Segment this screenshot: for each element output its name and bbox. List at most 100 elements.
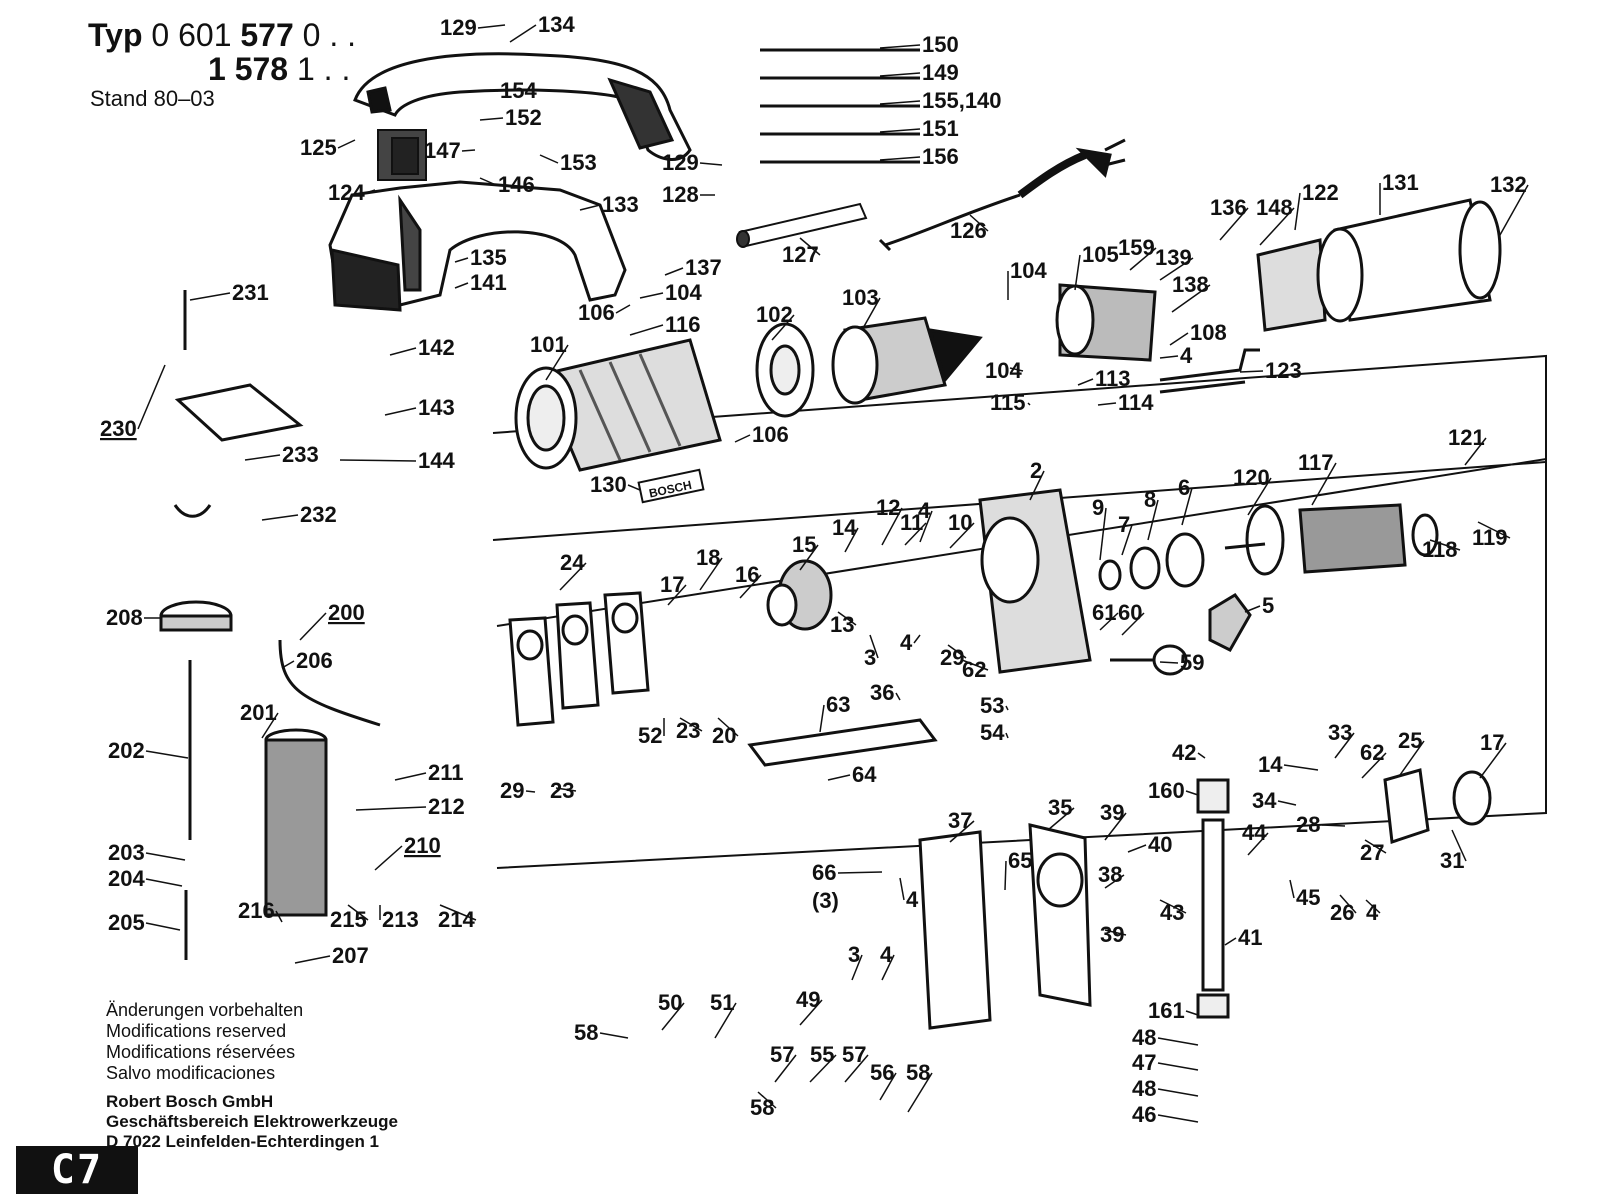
brand-plate-130 — [637, 468, 705, 504]
part-label-123: 123 — [1265, 358, 1302, 383]
part-label-208: 208 — [106, 605, 143, 630]
part-label-8: 8 — [1144, 487, 1156, 512]
part-label-161: 161 — [1148, 998, 1185, 1023]
leader-line-141 — [454, 282, 469, 289]
leader-line-115 — [1027, 402, 1031, 406]
part-label-153: 153 — [560, 150, 597, 175]
leader-line-105 — [1074, 254, 1081, 291]
part-label-114: 114 — [1118, 390, 1154, 415]
leader-line-58 — [757, 1091, 777, 1109]
part-label-41: 41 — [1238, 925, 1262, 950]
leader-line-150 — [879, 44, 921, 49]
part-label-42: 42 — [1172, 740, 1196, 765]
leader-line-39 — [1104, 812, 1127, 841]
part-label-106: 106 — [578, 300, 615, 325]
revision-stand: Stand 80–03 — [90, 86, 215, 111]
part-label-47: 47 — [1132, 1050, 1156, 1075]
part-label-211: 211 — [428, 760, 464, 785]
leader-line-47 — [1157, 1062, 1199, 1071]
part-label-49: 49 — [796, 987, 820, 1012]
leader-line-23 — [679, 717, 703, 732]
leader-line-43 — [1159, 899, 1187, 914]
part-label-130: 130 — [590, 472, 627, 497]
leader-line-54 — [1005, 732, 1009, 739]
leader-line-12 — [881, 507, 903, 546]
leader-line-230 — [137, 364, 166, 430]
part-label-147: 147 — [424, 138, 461, 163]
part-label-11: 11 — [900, 510, 923, 535]
part-label-113: 113 — [1095, 366, 1131, 391]
part-label-60: 60 — [1118, 600, 1142, 625]
part-label-56: 56 — [870, 1060, 894, 1085]
part-label-12: 12 — [876, 495, 900, 520]
part-label-144: 144 — [418, 448, 455, 473]
leader-line-118 — [1429, 539, 1461, 551]
part-label-202: 202 — [108, 738, 145, 763]
company-name: Robert Bosch GmbH — [106, 1092, 274, 1111]
part-label-149: 149 — [922, 60, 959, 85]
leader-line-28 — [1321, 824, 1346, 827]
leader-line-37 — [949, 820, 975, 843]
leader-line-203 — [145, 852, 186, 861]
leader-line-144 — [339, 459, 417, 462]
part-label-117: 117 — [1298, 450, 1334, 475]
part-label-127: 127 — [782, 242, 819, 267]
leader-line-17 — [667, 584, 687, 606]
leader-line-207 — [294, 955, 331, 964]
part-label-33: 33 — [1328, 720, 1352, 745]
leader-line-133 — [579, 204, 601, 211]
plates-24 — [508, 591, 650, 727]
part-label-57: 57 — [770, 1042, 794, 1067]
leader-line-114 — [1097, 402, 1117, 406]
part-label-141: 141 — [470, 270, 507, 295]
leader-line-129 — [699, 162, 723, 166]
part-label-52: 52 — [638, 723, 662, 748]
part-label-31: 31 — [1440, 848, 1464, 873]
leader-line-126 — [969, 214, 989, 232]
leader-line-134 — [509, 24, 537, 43]
leader-line-66 — [837, 871, 883, 874]
leader-line-9 — [1099, 507, 1107, 561]
notice-en: Modifications reserved — [106, 1021, 287, 1041]
part-label-215: 215 — [330, 907, 367, 932]
part-label-4: 4 — [880, 942, 893, 967]
part-label-29: 29 — [940, 645, 964, 670]
leader-line-33 — [1334, 732, 1355, 759]
part-label-131: 131 — [1382, 170, 1419, 195]
part-label-104: 104 — [1010, 258, 1047, 283]
part-label-155_140: 155,140 — [922, 88, 1002, 113]
leader-line-216 — [275, 910, 283, 923]
part-label-104: 104 — [985, 358, 1022, 383]
leader-line-17 — [1479, 742, 1507, 779]
leader-line-34 — [1277, 800, 1297, 806]
part-label-29: 29 — [500, 778, 524, 803]
upper-housing-133 — [328, 180, 627, 312]
part-label-62: 62 — [1360, 740, 1384, 765]
threaded-rod-202 — [184, 660, 192, 960]
leader-line-2 — [1029, 470, 1045, 501]
leader-line-154 — [489, 89, 499, 92]
part-label-121: 121 — [1448, 425, 1485, 450]
base-plate-230 — [173, 290, 304, 518]
part-label-35: 35 — [1048, 795, 1072, 820]
leader-line-56 — [879, 1072, 897, 1101]
leader-line-106 — [734, 434, 751, 443]
part-label-6: 6 — [1178, 475, 1190, 500]
part-label-129: 129 — [440, 15, 477, 40]
leader-line-50 — [661, 1002, 685, 1031]
part-label-13: 13 — [830, 612, 854, 637]
leader-line-116 — [629, 324, 664, 336]
leader-line-62 — [1361, 752, 1387, 779]
leader-line-130 — [627, 484, 641, 491]
leader-line-214 — [439, 904, 477, 921]
part-label-45: 45 — [1296, 885, 1320, 910]
part-label-3: 3 — [848, 942, 860, 967]
leader-line-137 — [664, 267, 684, 276]
part-label-214: 214 — [438, 907, 475, 932]
knob-59 — [1110, 644, 1188, 676]
leader-line-147 — [461, 149, 476, 152]
part-label-64: 64 — [852, 762, 877, 787]
part-label-152: 152 — [505, 105, 542, 130]
leader-line-156 — [879, 156, 921, 161]
leader-line-161 — [1185, 1010, 1199, 1016]
